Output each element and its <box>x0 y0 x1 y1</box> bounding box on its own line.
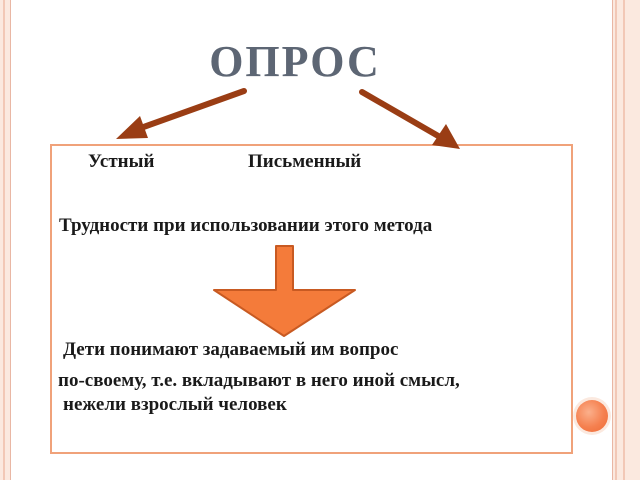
label-oral: Устный <box>88 151 155 172</box>
slide-title: ОПРОС <box>209 37 381 86</box>
conclusion-line-3: нежели взрослый человек <box>63 394 287 415</box>
nav-circle-icon <box>576 400 608 432</box>
difficulty-heading: Трудности при использовании этого метода <box>59 215 433 236</box>
conclusion-line-2: по-своему, т.е. вкладывают в него иной с… <box>58 370 460 391</box>
label-written: Письменный <box>248 151 362 172</box>
conclusion-line-1: Дети понимают задаваемый им вопрос <box>63 339 399 360</box>
